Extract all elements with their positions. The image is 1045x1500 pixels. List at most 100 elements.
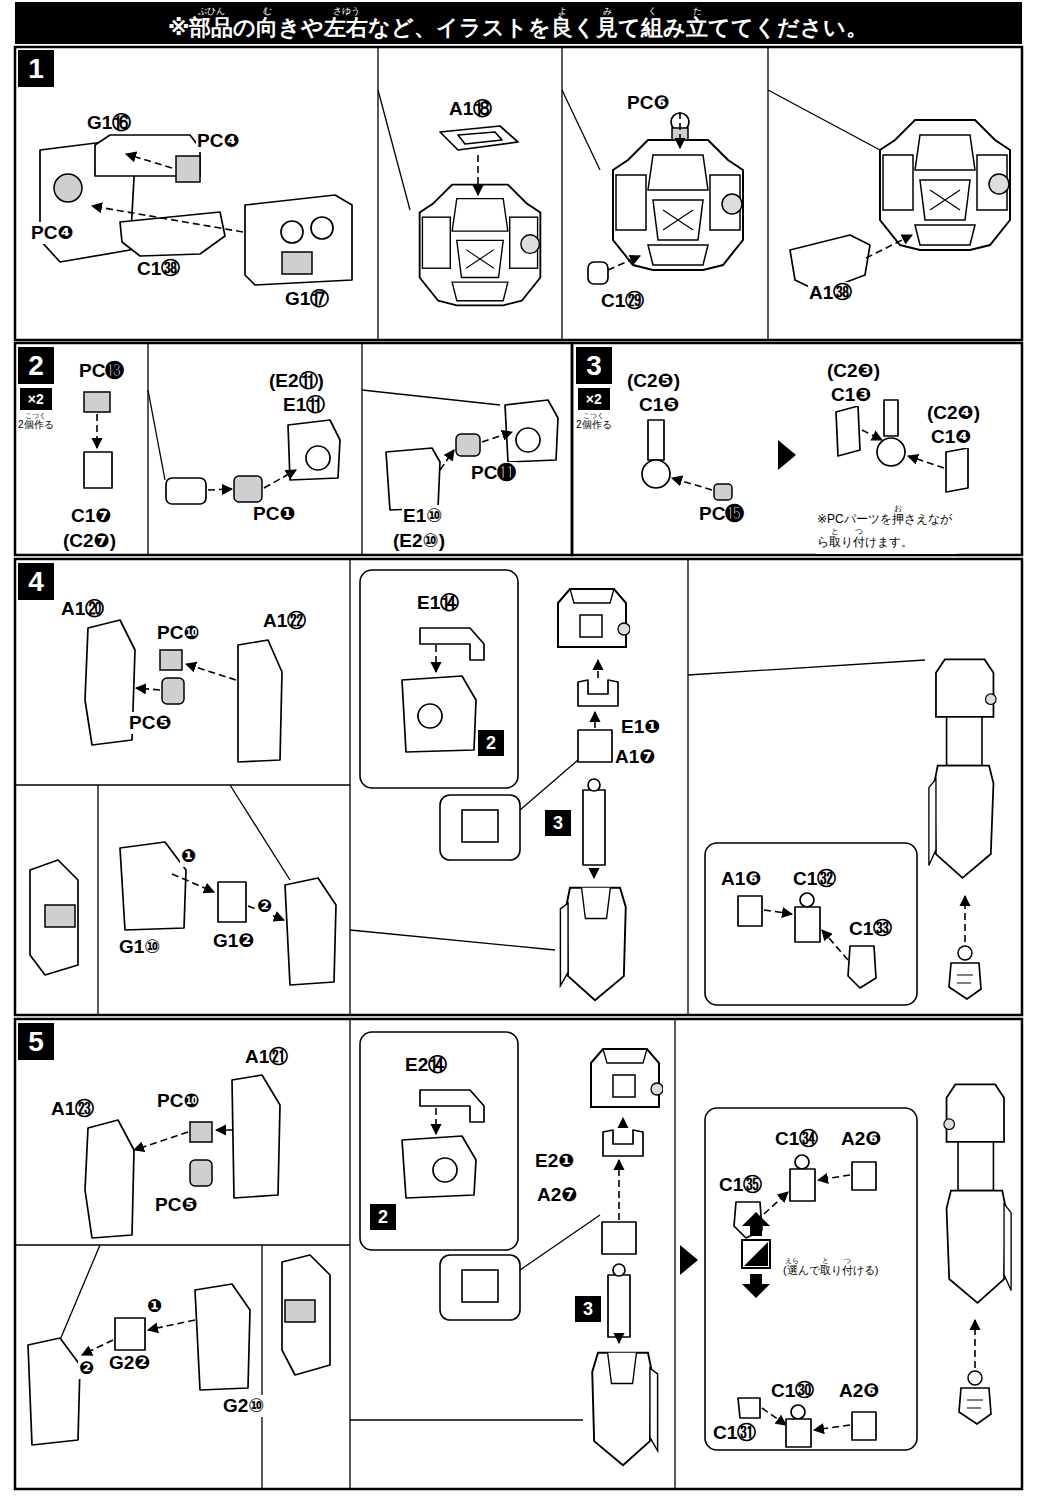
part-drawing (282, 252, 312, 274)
part-label: ❷ (256, 896, 273, 917)
part-drawing (592, 1353, 657, 1466)
part-drawing (800, 893, 814, 907)
part-drawing (45, 905, 75, 927)
quantity-badge: ×22個作る (18, 388, 54, 431)
part-drawing (795, 1155, 809, 1169)
part-drawing (418, 704, 442, 728)
part-drawing (285, 1300, 315, 1322)
part-drawing (852, 1412, 876, 1440)
part-label: E1❶ (620, 716, 661, 738)
part-drawing (944, 1084, 1011, 1303)
part-drawing (738, 1398, 760, 1418)
furigana: よ (558, 6, 567, 16)
part-drawing (929, 659, 996, 878)
part-drawing (602, 1222, 636, 1254)
part-label: A1㊳ (808, 282, 853, 304)
note-text: (選んで取り付ける) (782, 1262, 879, 1279)
quantity-badge: ×22個作る (576, 388, 612, 431)
assembly-arrow (818, 1175, 850, 1180)
part-label: A1㉒ (262, 610, 307, 632)
furigana: つ (844, 1257, 851, 1265)
part-drawing (162, 678, 184, 704)
furigana: つく (32, 412, 46, 420)
panel-divider (378, 90, 410, 210)
part-label: A2❼ (536, 1184, 578, 1206)
assembly-arrow (96, 414, 98, 448)
part-label: PC❺ (154, 1194, 198, 1216)
part-drawing (949, 946, 981, 999)
part-label: E2⑭ (404, 1054, 448, 1076)
assembly-arrow (172, 874, 214, 892)
assembly-arrow (440, 450, 454, 470)
part-drawing (642, 460, 670, 488)
step-label: 3 (583, 1300, 593, 1318)
assembly-arrow (814, 1425, 850, 1430)
assembly-arrow (822, 930, 848, 960)
furigana: つ (855, 527, 863, 536)
section-frame (15, 1019, 1022, 1489)
assembly-arrow (862, 430, 882, 440)
part-label: A1⑱ (448, 98, 493, 120)
section-frame (572, 343, 1022, 555)
assembly-arrow (964, 896, 966, 942)
section-frame (15, 47, 1022, 340)
assembly-arrow (618, 1340, 620, 1343)
part-drawing (420, 1090, 484, 1122)
part-label: C1㉞ (774, 1128, 819, 1150)
part-drawing (195, 1284, 250, 1390)
assembly-arrow (82, 112, 975, 1430)
part-drawing (456, 434, 480, 456)
part-drawing (613, 1264, 625, 1276)
part-label: C1㊳ (136, 258, 181, 280)
part-label: ❶ (180, 846, 197, 867)
part-label: (E2⑩) (392, 530, 446, 552)
part-label: PC⓫ (470, 462, 517, 484)
part-drawing (742, 1274, 770, 1298)
furigana: えら (785, 1257, 799, 1265)
panel-divider (15, 784, 350, 785)
step-label: 1 (28, 55, 44, 83)
part-label: PC❿ (156, 622, 200, 644)
inset-panel (440, 795, 520, 860)
assembly-arrow (482, 432, 512, 442)
part-drawing (608, 1275, 630, 1337)
part-label: E1⑪ (282, 394, 326, 416)
assembly-arrow (762, 1408, 786, 1425)
part-drawing (115, 1318, 145, 1350)
part-drawing (613, 140, 743, 270)
part-drawing (420, 628, 484, 660)
part-drawing (744, 1242, 768, 1266)
part-label: (C2❺) (626, 370, 681, 392)
panel-divider (688, 660, 925, 675)
section-frame (15, 559, 1022, 1015)
assembly-arrow (477, 155, 479, 195)
panel-divider (147, 343, 148, 555)
part-drawing (742, 1212, 770, 1236)
part-drawing (738, 896, 762, 926)
step-reference: 3 (575, 1296, 601, 1322)
part-drawing (578, 730, 612, 762)
assembly-arrow (435, 645, 437, 672)
part-label: A1❼ (614, 746, 656, 768)
part-drawing (583, 790, 605, 865)
part-label: G2❷ (108, 1352, 151, 1374)
part-drawing (420, 185, 541, 306)
part-label: A1❻ (720, 868, 762, 890)
part-drawing (884, 400, 898, 436)
assembly-arrow (866, 235, 912, 258)
part-drawing (166, 478, 206, 504)
assembly-arrow (126, 154, 172, 168)
part-label: ❶ (146, 1296, 163, 1317)
furigana: と (831, 527, 839, 536)
part-drawing (959, 1371, 991, 1424)
furigana: こ (583, 412, 590, 420)
step-number: 4 (18, 563, 54, 600)
assembly-arrow (216, 1129, 232, 1131)
part-drawing (28, 113, 1011, 1465)
part-drawing (84, 452, 112, 488)
part-label: A1㉓ (50, 1098, 95, 1120)
part-label: C1㉛ (712, 1422, 757, 1444)
assembly-arrow (136, 688, 160, 690)
part-drawing (433, 1158, 457, 1182)
